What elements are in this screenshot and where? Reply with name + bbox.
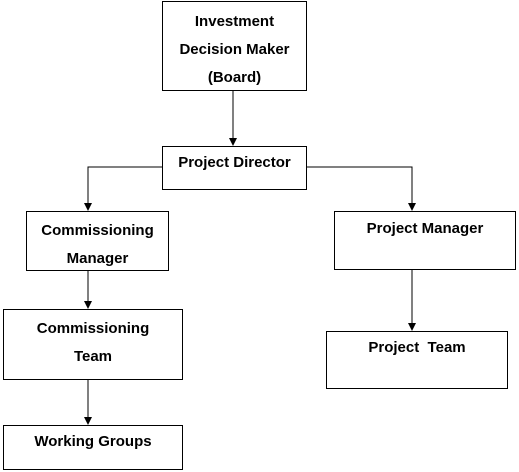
node-label-line: Project Team	[368, 339, 466, 356]
working-groups-box: Working Groups	[3, 425, 183, 470]
project-director-box: Project Director	[162, 146, 307, 190]
project-team-box: Project Team	[326, 331, 508, 389]
commissioning-manager-box: Commissioning Manager	[26, 211, 169, 271]
node-label-line: Manager	[66, 250, 129, 267]
node-label-line: Decision Maker	[179, 41, 290, 58]
commissioning-team-box: Commissioning Team	[3, 309, 183, 380]
investment-decision-maker-box: Investment Decision Maker (Board)	[162, 1, 307, 91]
node-label-line: Commissioning	[41, 222, 154, 239]
edge-director-to-project-manager	[307, 166, 416, 211]
node-label-line: Commissioning	[36, 320, 150, 337]
node-label-line: Team	[73, 348, 113, 365]
node-label-line: Project Manager	[366, 220, 484, 237]
edge-director-to-commissioning-manager	[84, 166, 162, 211]
node-label-line: Project Director	[178, 154, 291, 171]
node-label-line: Investment	[194, 13, 275, 30]
project-manager-box: Project Manager	[334, 211, 516, 270]
node-label-line: (Board)	[207, 69, 262, 86]
node-label-line: Working Groups	[34, 433, 152, 450]
